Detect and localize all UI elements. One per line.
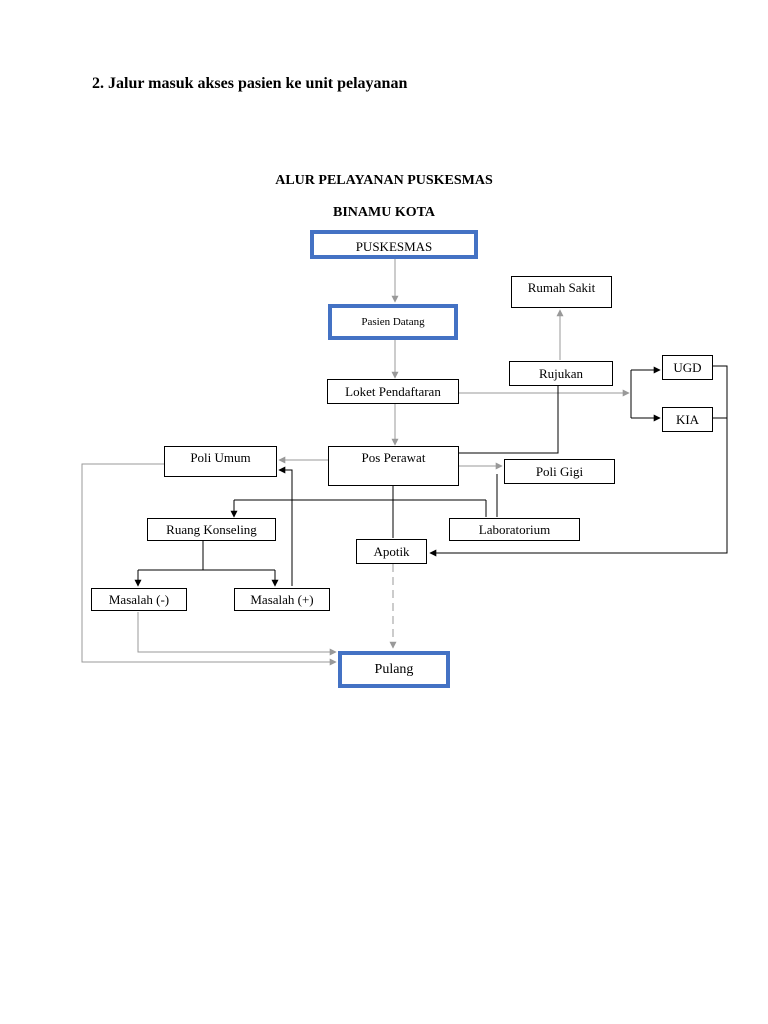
masalah-pos-to-poli-umum [278,466,293,586]
section-heading: 2. Jalur masuk akses pasien ke unit pela… [92,75,408,92]
node-poli-umum: Poli Umum [164,446,277,477]
ugd-kia-to-apotik [429,365,728,557]
node-laboratorium: Laboratorium [449,518,580,541]
node-rumah-sakit: Rumah Sakit [511,276,612,308]
node-ruang-konseling: Ruang Konseling [147,518,276,541]
pos-to-rujukan [459,386,559,454]
node-masalah-negatif: Masalah (-) [91,588,187,611]
masalah-neg-to-pulang [137,612,337,656]
node-pulang: Pulang [338,651,450,688]
node-pos-perawat: Pos Perawat [328,446,459,486]
poli-umum-to-pulang [81,463,337,666]
node-pasien-datang: Pasien Datang [328,304,458,340]
diagram-title: ALUR PELAYANAN PUSKESMAS [275,173,493,188]
diagram-subtitle: BINAMU KOTA [332,205,436,220]
node-loket-pendaftaran: Loket Pendaftaran [327,379,459,404]
node-poli-gigi: Poli Gigi [504,459,615,484]
node-masalah-positif: Masalah (+) [234,588,330,611]
node-apotik: Apotik [356,539,427,564]
node-kia: KIA [662,407,713,432]
node-ugd: UGD [662,355,713,380]
node-rujukan: Rujukan [509,361,613,386]
node-puskesmas: PUSKESMAS [310,230,478,259]
